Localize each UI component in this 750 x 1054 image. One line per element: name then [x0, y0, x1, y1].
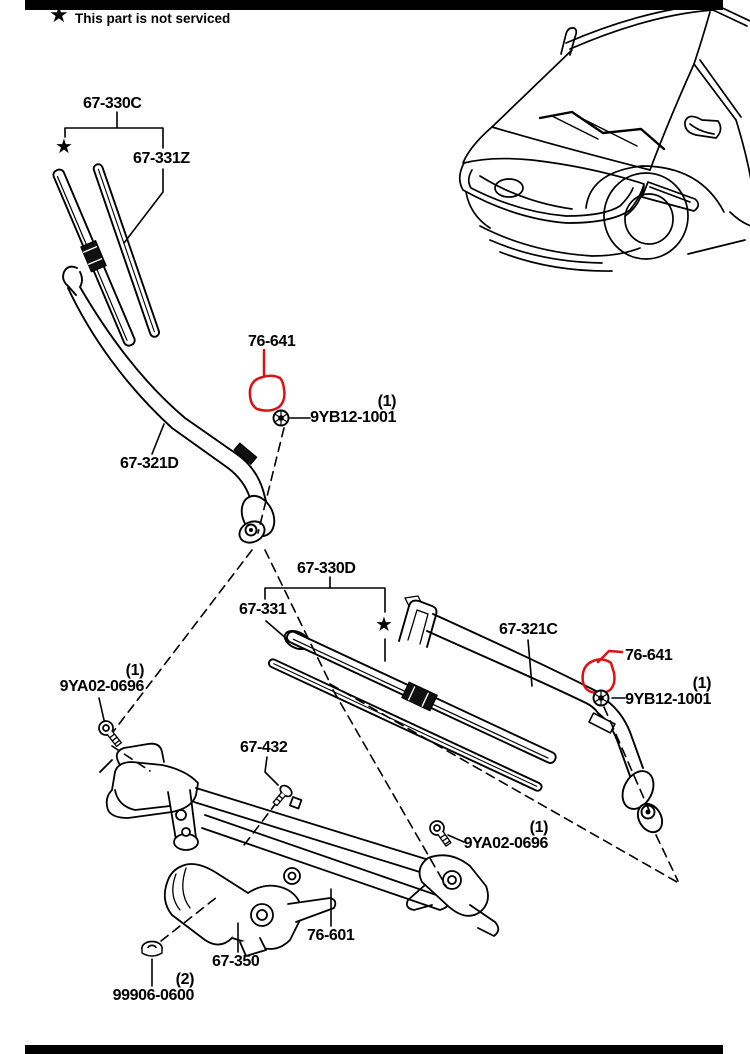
body-side-lines: [687, 119, 750, 255]
qty-99906: (2): [175, 971, 195, 988]
blade-left-refill: [92, 163, 160, 338]
bracket-67-330D: [264, 576, 386, 662]
wiper-park-detail: [551, 115, 638, 147]
wiper-linkage-assembly: [99, 742, 500, 937]
not-serviced-star-blade-front: ★: [375, 612, 393, 636]
cap-right-outline[interactable]: [581, 658, 616, 695]
roof-rail: [712, 3, 750, 27]
front-wheel: [603, 172, 689, 260]
blade-front-frame: [286, 630, 557, 764]
link-bar-upper: [193, 787, 456, 883]
grille-hatch: [479, 175, 573, 210]
label-67-330C[interactable]: 67-330C: [83, 95, 142, 112]
bolt-right-icon: [429, 820, 452, 847]
code-9YA02-left[interactable]: 9YA02-0696: [59, 678, 145, 695]
bolt-left-icon: [98, 720, 122, 748]
top-frame-bar: [25, 0, 723, 10]
screw-67-432-icon: [272, 784, 293, 807]
label-67-321D[interactable]: 67-321D: [120, 455, 179, 472]
label-76-641-left[interactable]: 76-641: [248, 333, 296, 350]
label-99906-0600[interactable]: (2) 99906-0600: [112, 971, 195, 1004]
wiper-park-line: [538, 110, 666, 151]
pivot-mount-left: [105, 761, 199, 819]
qty-9YB12-right: (1): [692, 675, 712, 692]
qty-9YB12-left: (1): [377, 393, 397, 410]
leader-bolt-right: [447, 834, 465, 843]
qty-9YA02-right: (1): [529, 819, 549, 836]
a-pillar: [693, 59, 742, 121]
antenna-fin: [560, 27, 578, 56]
code-9YB12-right[interactable]: 9YB12-1001: [625, 691, 711, 708]
not-serviced-star-blade-left: ★: [55, 134, 73, 158]
label-9YB12-1001-left[interactable]: (1) 9YB12-1001: [310, 393, 397, 426]
nut-right-icon: [592, 689, 610, 707]
leader-67-321C: [527, 639, 533, 687]
label-67-432[interactable]: 67-432: [240, 739, 288, 756]
blade-assembly-front: [267, 629, 557, 792]
hood-edge: [462, 126, 493, 164]
leader-lines: [64, 111, 626, 987]
label-9YA02-0696-right[interactable]: (1) 9YA02-0696: [463, 819, 549, 852]
headlight: [641, 181, 700, 212]
leader-67-432: [264, 756, 279, 786]
bottom-frame-bar: [25, 1045, 723, 1054]
highlighted-cap-left[interactable]: [248, 348, 286, 412]
label-76-641-right[interactable]: 76-641: [625, 647, 673, 664]
code-9YA02-right[interactable]: 9YA02-0696: [463, 835, 549, 852]
label-9YB12-1001-right[interactable]: (1) 9YB12-1001: [625, 675, 712, 708]
label-76-601[interactable]: 76-601: [307, 927, 355, 944]
blade-assembly-left: [52, 163, 160, 347]
label-67-331Z[interactable]: 67-331Z: [133, 150, 190, 167]
arm-left-hook: [62, 265, 78, 296]
vehicle-front-illustration: [458, 3, 750, 272]
code-9YB12-left[interactable]: 9YB12-1001: [310, 409, 396, 426]
label-67-330D[interactable]: 67-330D: [297, 560, 356, 577]
grille-outline: [458, 157, 645, 224]
wiper-motor: [163, 863, 337, 957]
brand-emblem: [494, 178, 524, 198]
bracket-67-330C: [64, 111, 164, 244]
leader-bolt-left: [98, 697, 105, 721]
legend-note: This part is not serviced: [75, 11, 231, 26]
code-99906[interactable]: 99906-0600: [112, 987, 195, 1004]
wiper-arm-front: [398, 595, 664, 834]
blade-front-refill: [267, 658, 543, 792]
assembly-dashed-lines: [111, 427, 679, 942]
blade-left-frame: [52, 168, 136, 347]
grille-inner: [467, 169, 634, 217]
wiper-arm-left: [62, 265, 276, 544]
label-9YA02-0696-left[interactable]: (1) 9YA02-0696: [59, 662, 145, 695]
qty-9YA02-left: (1): [125, 662, 145, 679]
label-67-331[interactable]: 67-331: [239, 601, 287, 618]
cap-left-outline[interactable]: [248, 374, 286, 412]
legend-star-icon: ★: [49, 3, 69, 28]
motor-nut-icon: [141, 940, 163, 957]
roof-line: [565, 3, 715, 50]
nut-left-icon: [272, 409, 290, 427]
label-67-321C[interactable]: 67-321C: [499, 621, 558, 638]
arm-front-hook: [398, 599, 438, 648]
label-67-350[interactable]: 67-350: [212, 953, 260, 970]
wheel-arch: [585, 165, 725, 213]
motor-crank: [287, 897, 337, 923]
front-bumper: [465, 185, 645, 272]
wheel-rim: [624, 193, 674, 245]
side-mirror: [684, 115, 722, 139]
leader-67-321D: [151, 423, 165, 455]
frame-bars: [25, 0, 723, 1054]
